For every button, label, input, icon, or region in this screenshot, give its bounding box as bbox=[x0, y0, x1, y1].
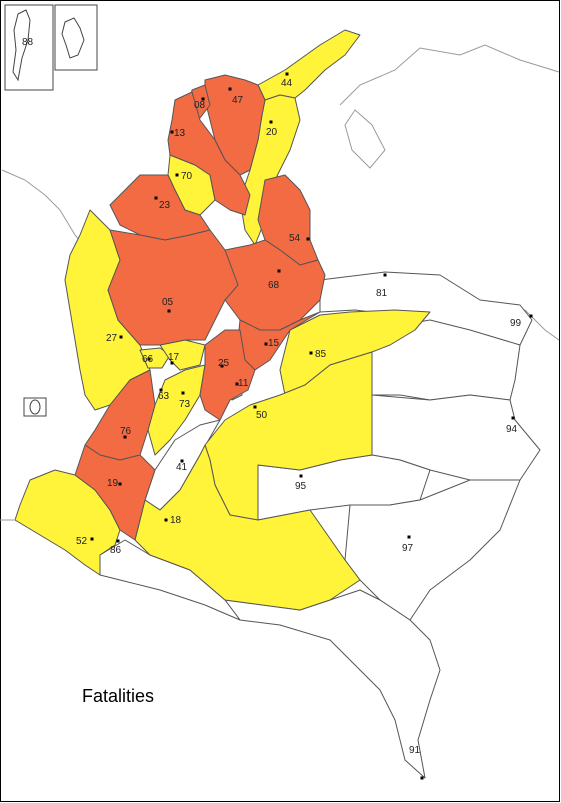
capital-marker bbox=[235, 382, 239, 386]
capital-marker bbox=[116, 539, 120, 543]
capital-marker bbox=[147, 357, 151, 361]
department-code-label: 81 bbox=[376, 288, 388, 299]
capital-marker bbox=[269, 120, 273, 124]
capital-marker bbox=[164, 518, 168, 522]
capital-marker bbox=[253, 405, 257, 409]
department-code-label: 19 bbox=[107, 478, 119, 489]
dept-17-region bbox=[159, 339, 206, 371]
department-code-label: 17 bbox=[168, 352, 180, 363]
department-code-label: 52 bbox=[76, 536, 88, 547]
capital-marker bbox=[181, 391, 185, 395]
department-code-label: 99 bbox=[510, 318, 522, 329]
capital-marker bbox=[299, 474, 303, 478]
capital-marker bbox=[159, 388, 163, 392]
dept-19-region bbox=[74, 444, 156, 541]
dept-44-region bbox=[257, 29, 361, 101]
department-code-label: 44 bbox=[281, 78, 293, 89]
capital-marker bbox=[90, 537, 94, 541]
department-code-label: 13 bbox=[174, 128, 186, 139]
capital-marker bbox=[118, 482, 122, 486]
capital-marker bbox=[154, 196, 158, 200]
capital-marker bbox=[170, 361, 174, 365]
capital-marker bbox=[407, 535, 411, 539]
department-code-label: 63 bbox=[158, 391, 170, 402]
department-code-label: 20 bbox=[266, 127, 278, 138]
department-code-label: 15 bbox=[268, 338, 280, 349]
department-code-label: 94 bbox=[506, 424, 518, 435]
dept-68-region bbox=[224, 239, 326, 331]
capital-marker bbox=[220, 364, 224, 368]
dept-91-region bbox=[224, 589, 441, 779]
capital-marker bbox=[285, 72, 289, 76]
department-code-label: 68 bbox=[268, 280, 280, 291]
capital-marker bbox=[277, 269, 281, 273]
dept-86-region bbox=[99, 539, 241, 621]
department-code-label: 54 bbox=[289, 233, 301, 244]
capital-marker bbox=[420, 776, 424, 780]
map-title: Fatalities bbox=[82, 686, 155, 706]
capital-marker bbox=[306, 237, 310, 241]
department-code-label: 86 bbox=[110, 545, 122, 556]
department-code-label: 95 bbox=[295, 481, 307, 492]
capital-marker bbox=[123, 435, 127, 439]
department-code-label: 85 bbox=[315, 349, 327, 360]
capital-marker bbox=[228, 87, 232, 91]
capital-marker bbox=[529, 314, 533, 318]
dept-18-region bbox=[134, 444, 361, 611]
department-code-label: 88 bbox=[22, 37, 34, 48]
department-code-label: 27 bbox=[106, 333, 118, 344]
department-code-label: 50 bbox=[256, 410, 268, 421]
dept-25-region bbox=[199, 329, 256, 421]
department-code-label: 11 bbox=[238, 378, 249, 389]
capital-marker bbox=[175, 173, 179, 177]
department-code-label: 73 bbox=[179, 399, 191, 410]
department-code-label: 47 bbox=[232, 95, 244, 106]
department-code-label: 76 bbox=[120, 426, 132, 437]
capital-marker bbox=[180, 459, 184, 463]
capital-marker bbox=[383, 273, 387, 277]
capital-marker bbox=[167, 309, 171, 313]
dept-13-region bbox=[167, 91, 251, 216]
department-code-label: 05 bbox=[162, 297, 174, 308]
capital-marker bbox=[264, 342, 268, 346]
department-code-label: 25 bbox=[218, 358, 230, 369]
department-code-label: 97 bbox=[402, 543, 414, 554]
department-code-label: 23 bbox=[159, 200, 171, 211]
capital-marker bbox=[170, 130, 174, 134]
capital-marker bbox=[201, 97, 205, 101]
dept-05-region bbox=[107, 229, 241, 346]
department-code-label: 18 bbox=[170, 515, 182, 526]
capital-marker bbox=[119, 335, 123, 339]
department-code-label: 41 bbox=[176, 462, 188, 473]
department-code-label: 08 bbox=[194, 100, 206, 111]
capital-marker bbox=[511, 416, 515, 420]
department-code-label: 91 bbox=[409, 745, 421, 756]
dept-97-region bbox=[344, 479, 521, 621]
dept-66-region bbox=[139, 347, 171, 369]
department-code-label: 66 bbox=[142, 354, 154, 365]
capital-marker bbox=[309, 351, 313, 355]
department-code-label: 70 bbox=[181, 171, 193, 182]
